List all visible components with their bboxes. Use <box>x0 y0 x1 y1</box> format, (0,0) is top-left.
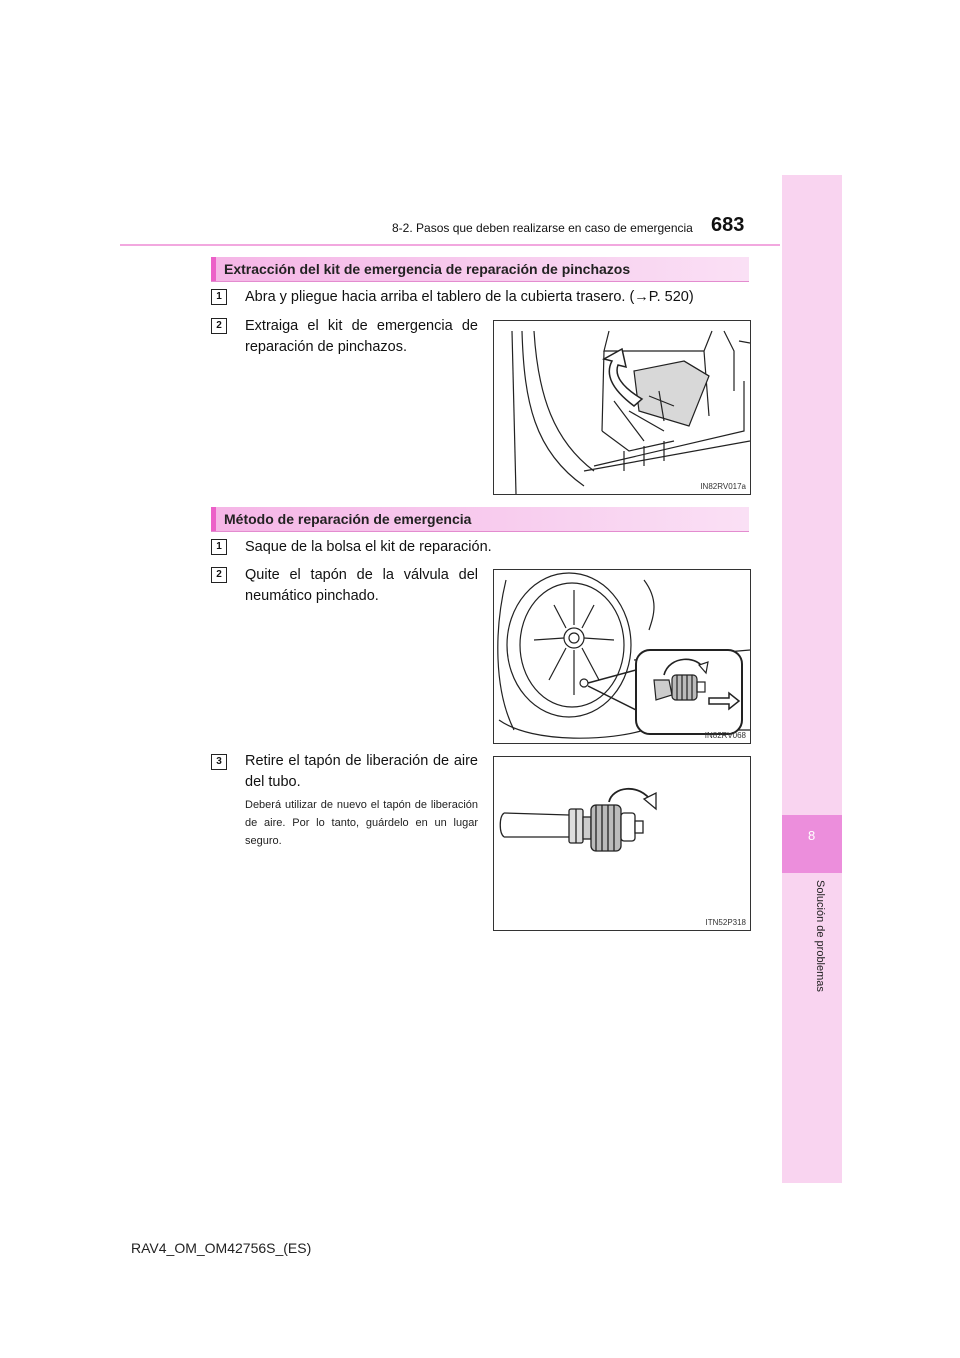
step-note: Deberá utilizar de nuevo el tapón de lib… <box>245 799 478 847</box>
step-text: Quite el tapón de la válvula del neumáti… <box>245 567 478 604</box>
header-rule <box>120 244 780 246</box>
section-heading-bar: Extracción del kit de emergencia de repa… <box>211 257 749 282</box>
luggage-figure-icon <box>511 330 750 494</box>
step-number: 3 <box>211 754 227 770</box>
figure-code: IN82RV017a <box>700 482 746 491</box>
step-text: Retire el tapón de liberación de aire de… <box>245 753 478 790</box>
step-number: 1 <box>211 539 227 555</box>
page-number: 683 <box>711 214 745 236</box>
figure-code: IN82RV068 <box>704 731 746 740</box>
luggage-figure: IN82RV017a <box>493 320 751 495</box>
step-text: Saque de la bolsa el kit de reparación. <box>245 539 492 555</box>
chapter-title-text: Solución de problemas <box>814 880 826 992</box>
chapter-side-tab <box>782 175 842 1183</box>
step-text: Extraiga el kit de emergencia de reparac… <box>245 318 478 355</box>
hose-cap-figure: ITN52P318 <box>493 756 751 931</box>
running-header-title: 8-2. Pasos que deben realizarse en caso … <box>392 221 693 235</box>
step-text: Abra y pliegue hacia arriba el tablero d… <box>245 289 694 305</box>
section-heading: Extracción del kit de emergencia de repa… <box>224 261 631 277</box>
document-code: RAV4_OM_OM42756S_(ES) <box>131 1240 312 1256</box>
hose-cap-figure-icon <box>499 787 657 852</box>
wheel-valve-figure: IN82RV068 <box>493 569 751 744</box>
step-number: 2 <box>211 318 227 334</box>
chapter-number-block <box>782 815 842 873</box>
section-heading: Método de reparación de emergencia <box>224 511 472 527</box>
section-heading-bar: Método de reparación de emergencia <box>211 507 749 532</box>
figure-code: ITN52P318 <box>705 918 746 927</box>
chapter-number: 8 <box>808 828 816 843</box>
wheel-valve-figure-icon <box>497 572 750 739</box>
step-number: 2 <box>211 567 227 583</box>
step-number: 1 <box>211 289 227 305</box>
chapter-title: Solución de problemas <box>812 880 832 1000</box>
